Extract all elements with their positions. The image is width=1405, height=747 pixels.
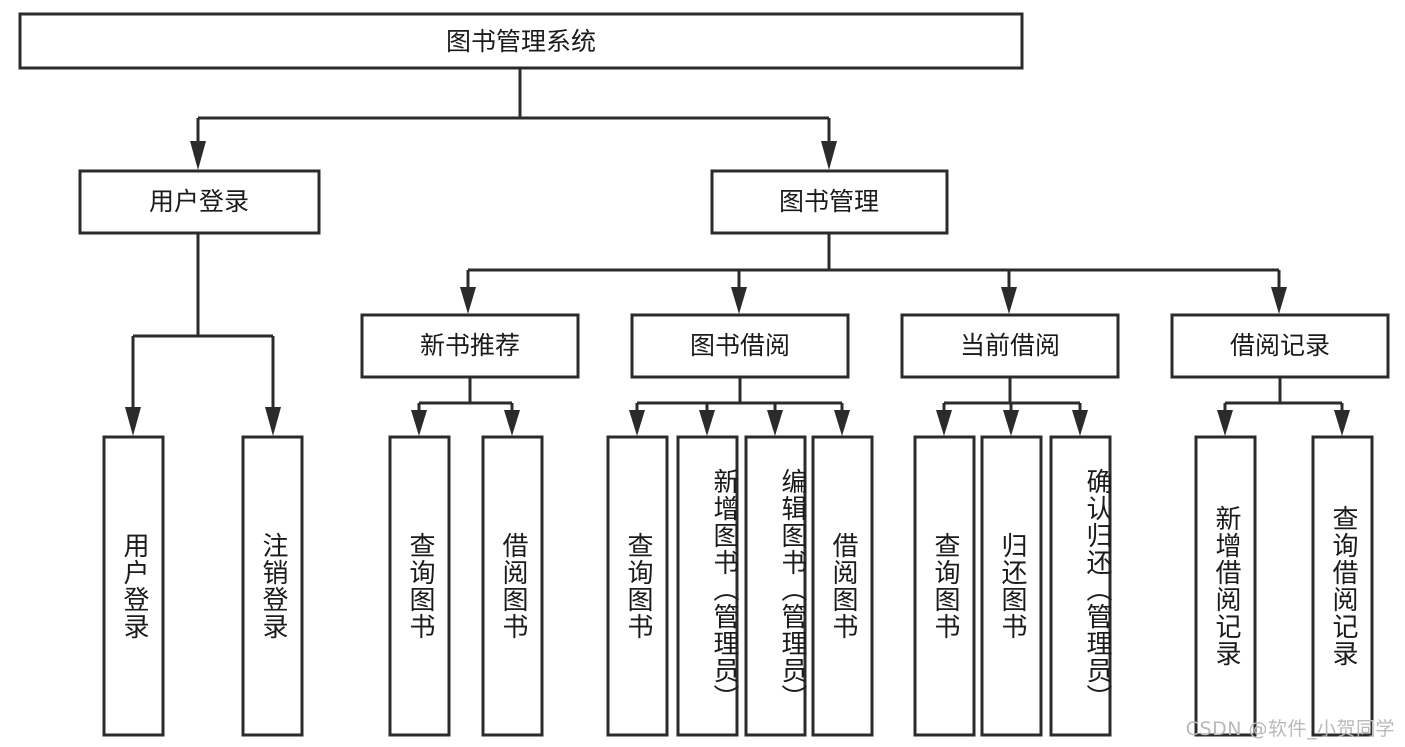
arrowhead-leaf-add-book — [699, 410, 715, 436]
leaf-label-logout-login: 注销登录 — [258, 532, 289, 640]
leaf-box-edit-book[interactable] — [744, 435, 807, 737]
node-book-management-box[interactable] — [710, 169, 949, 235]
node-book-management[interactable]: 图书管理 — [710, 169, 949, 235]
leaf-box-query-book-1[interactable] — [388, 435, 451, 737]
node-current-borrow[interactable]: 当前借阅 — [900, 313, 1120, 379]
leaf-box-confirm-return[interactable] — [1049, 435, 1112, 737]
arrowhead-leaf-return-book — [1003, 410, 1019, 436]
arrowhead-leaf-query-record — [1334, 410, 1350, 436]
node-user-login-box[interactable] — [78, 169, 321, 235]
leaf-box-borrow-book-1[interactable] — [481, 435, 544, 737]
arrowhead-leaf-confirm-return — [1072, 410, 1088, 436]
arrowhead-leaf-borrow-book-1 — [504, 410, 520, 436]
leaf-box-return-book[interactable] — [980, 435, 1043, 737]
arrowhead-leaf-add-record — [1217, 410, 1233, 436]
leaf-label-confirm-return: 确认归还（管理员） — [1082, 467, 1112, 711]
arrowhead-borrow-record — [1271, 287, 1287, 314]
leaf-label-query-book-3: 查询图书 — [930, 532, 961, 640]
leaf-label-edit-book: 编辑图书（管理员） — [777, 467, 807, 711]
node-new-book-recommend-label: 新书推荐 — [420, 331, 520, 360]
leaf-box-add-record[interactable] — [1194, 435, 1257, 737]
leaf-box-borrow-book-2[interactable] — [811, 435, 874, 737]
node-root-box[interactable] — [18, 12, 1024, 70]
watermark-text: CSDN @软件_小贺同学 — [1185, 718, 1395, 740]
node-root-label: 图书管理系统 — [446, 27, 596, 56]
leaf-box-query-record[interactable] — [1311, 435, 1374, 737]
arrowhead-book-management — [821, 141, 837, 170]
arrowhead-leaf-edit-book — [767, 410, 783, 436]
leaf-label-query-record: 查询借阅记录 — [1328, 505, 1359, 667]
node-borrow-record[interactable]: 借阅记录 — [1170, 313, 1390, 379]
leaf-box-add-book[interactable] — [676, 435, 739, 737]
node-new-book-recommend-box[interactable] — [360, 313, 580, 379]
leaf-label-borrow-book-2: 借阅图书 — [828, 532, 859, 640]
arrowhead-new-book-recommend — [460, 287, 476, 314]
arrowhead-user-login — [190, 141, 206, 170]
node-book-borrow[interactable]: 图书借阅 — [630, 313, 850, 379]
arrowhead-leaf-borrow-book-2 — [834, 410, 850, 436]
node-book-borrow-label: 图书借阅 — [690, 331, 790, 360]
leaf-label-add-record: 新增借阅记录 — [1211, 505, 1242, 667]
node-book-borrow-box[interactable] — [630, 313, 850, 379]
node-user-login-label: 用户登录 — [149, 187, 249, 216]
node-user-login[interactable]: 用户登录 — [78, 169, 321, 235]
node-current-borrow-box[interactable] — [900, 313, 1120, 379]
node-current-borrow-label: 当前借阅 — [960, 331, 1060, 360]
arrowhead-leaf-user-login — [125, 407, 141, 436]
node-borrow-record-box[interactable] — [1170, 313, 1390, 379]
node-borrow-record-label: 借阅记录 — [1230, 331, 1330, 360]
node-new-book-recommend[interactable]: 新书推荐 — [360, 313, 580, 379]
arrowhead-current-borrow — [1001, 287, 1017, 314]
leaf-label-borrow-book-1: 借阅图书 — [498, 532, 529, 640]
leaf-box-query-book-2[interactable] — [606, 435, 669, 737]
leaf-box-query-book-3[interactable] — [913, 435, 976, 737]
leaf-box-logout-login[interactable] — [241, 435, 304, 737]
leaf-label-return-book: 归还图书 — [997, 532, 1028, 640]
arrowhead-leaf-logout-login — [265, 407, 281, 436]
arrowhead-leaf-query-book-1 — [411, 410, 427, 436]
leaf-box-user-login[interactable] — [102, 435, 165, 737]
arrowhead-leaf-query-book-2 — [629, 410, 645, 436]
leaf-label-add-book: 新增图书（管理员） — [709, 467, 739, 711]
arrowhead-book-borrow — [731, 287, 747, 314]
node-book-management-label: 图书管理 — [779, 187, 879, 216]
leaf-label-query-book-1: 查询图书 — [405, 532, 436, 640]
leaf-label-query-book-2: 查询图书 — [623, 532, 654, 640]
arrowhead-leaf-query-book-3 — [936, 410, 952, 436]
node-root[interactable]: 图书管理系统 — [18, 12, 1024, 70]
leaf-label-user-login: 用户登录 — [119, 532, 150, 640]
